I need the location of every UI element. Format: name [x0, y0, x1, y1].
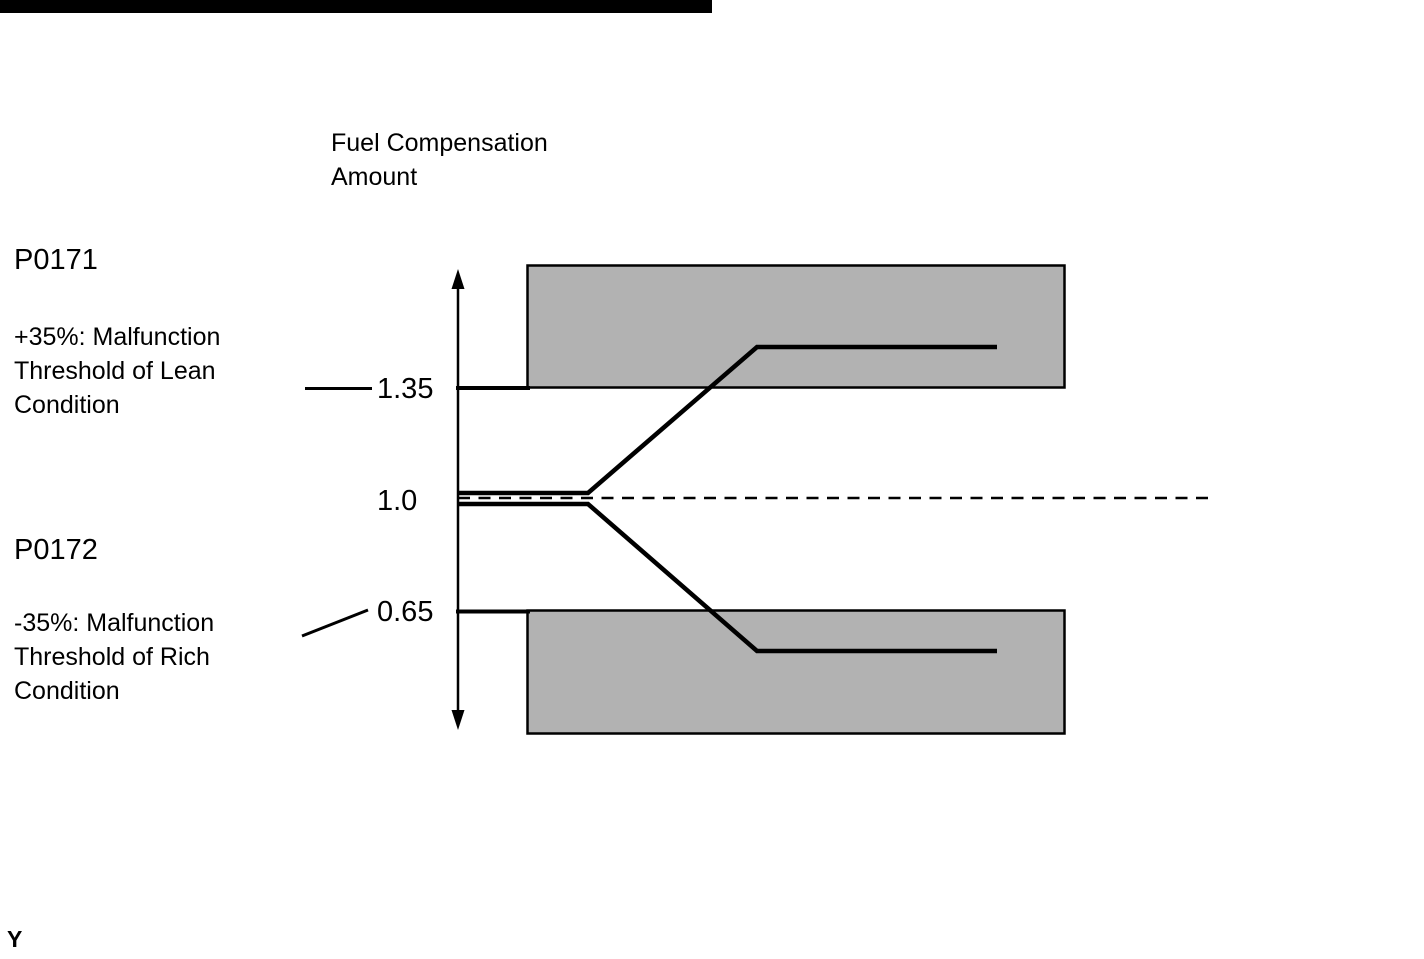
rich-malfunction-region: [526, 609, 1066, 735]
figure-footer-label: Y: [7, 926, 23, 952]
p0171-description: +35%: Malfunction Threshold of Lean Cond…: [14, 323, 221, 419]
lean-trace: [457, 344, 997, 496]
p0172-description: -35%: Malfunction Threshold of Rich Cond…: [14, 609, 215, 705]
lean-malfunction-region: [526, 264, 1066, 389]
scan-artifact-bar: [0, 0, 712, 13]
y-axis-title: Fuel Compensation Amount: [331, 129, 548, 191]
p0171-code-label: P0171: [14, 244, 98, 276]
tick-label-0-65: 0.65: [377, 596, 434, 628]
p0172-code-label: P0172: [14, 534, 98, 566]
rich-tick-leader-line: [301, 608, 369, 638]
tick-label-1-0: 1.0: [377, 485, 418, 517]
y-axis-arrow-down-icon: [451, 710, 465, 730]
tick-label-1-35: 1.35: [377, 373, 434, 405]
rich-trace: [457, 501, 997, 654]
y-axis-arrow-up-icon: [451, 269, 465, 289]
